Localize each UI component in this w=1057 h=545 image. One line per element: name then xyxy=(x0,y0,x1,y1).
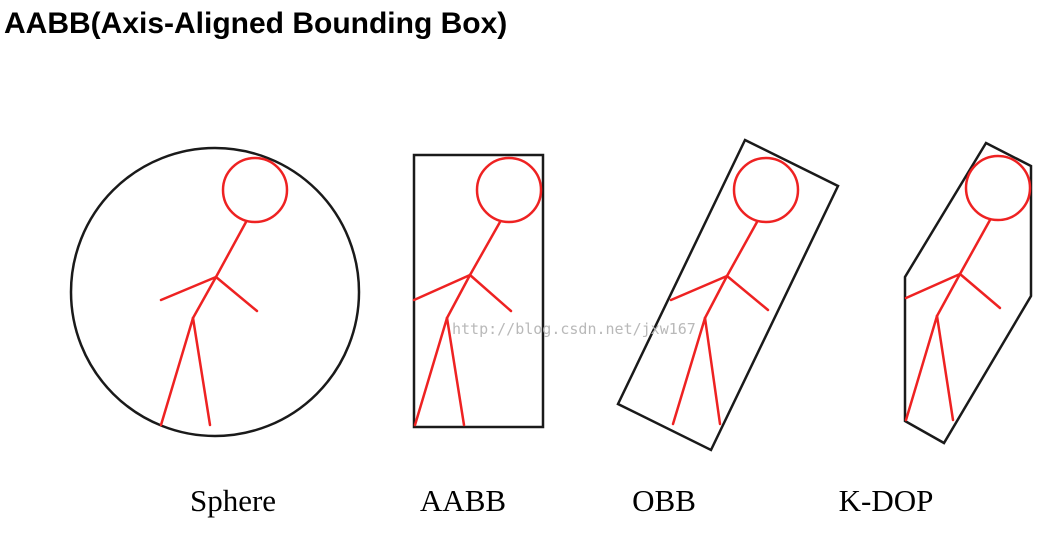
stick-figure-kdop xyxy=(904,154,1032,422)
figure-arm-left xyxy=(669,274,729,302)
figure-neck xyxy=(958,218,992,276)
watermark-text: http://blog.csdn.net/jxw167 xyxy=(452,320,696,338)
stick-figure-sphere xyxy=(159,156,289,427)
figure-neck xyxy=(214,220,248,279)
figure-torso xyxy=(191,275,218,320)
figure-leg-right xyxy=(935,314,955,422)
k-dop-polytope xyxy=(903,141,1033,445)
label-sphere: Sphere xyxy=(190,483,276,518)
bounding-sphere xyxy=(69,146,361,438)
stick-figure-aabb xyxy=(412,156,543,427)
label-aabb: AABB xyxy=(420,483,506,518)
figure-head xyxy=(221,156,289,224)
oriented-box xyxy=(616,138,840,452)
figure-torso xyxy=(445,273,472,320)
aabb-panel xyxy=(412,153,545,429)
figure-arm-left xyxy=(904,272,962,300)
figure-arm-right xyxy=(214,275,259,313)
label-obb: OBB xyxy=(632,483,696,518)
figure-leg-left xyxy=(904,314,939,422)
stick-figure-obb xyxy=(669,156,800,426)
figure-leg-left xyxy=(671,316,707,426)
page-title: AABB(Axis-Aligned Bounding Box) xyxy=(4,7,508,40)
obb-panel xyxy=(616,138,840,452)
figure-arm-left xyxy=(159,275,218,302)
figure-torso xyxy=(935,272,962,318)
figure-leg-right xyxy=(445,316,466,427)
figure-neck xyxy=(725,220,759,278)
figure-arm-left xyxy=(412,273,472,302)
label-kdop: K-DOP xyxy=(839,483,934,518)
figure-leg-left xyxy=(159,316,195,427)
figure-torso xyxy=(703,274,729,320)
figure-head xyxy=(732,156,800,224)
figure-leg-right xyxy=(703,316,722,426)
figure-neck xyxy=(468,220,502,277)
figure-arm-right xyxy=(468,273,513,313)
figure-leg-left xyxy=(413,316,449,427)
kdop-panel xyxy=(903,141,1033,445)
figure-head xyxy=(964,154,1032,222)
figure-head xyxy=(475,156,543,224)
figure-arm-right xyxy=(958,272,1002,310)
sphere-panel xyxy=(69,146,361,438)
axis-aligned-box xyxy=(412,153,545,429)
figure-arm-right xyxy=(725,274,770,312)
figure-leg-right xyxy=(191,316,212,427)
